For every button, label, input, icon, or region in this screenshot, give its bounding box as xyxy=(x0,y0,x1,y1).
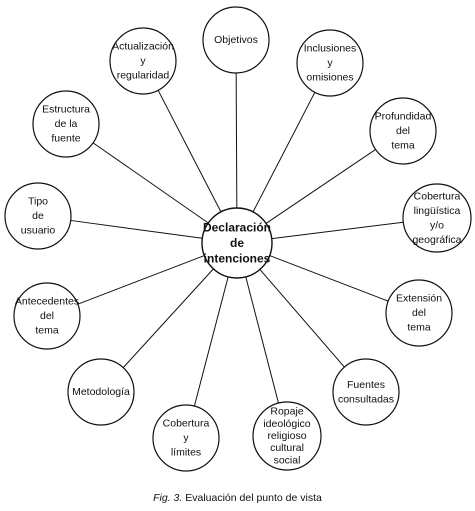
connector-tipo-de-usuario xyxy=(70,219,203,239)
node-estructura-de-la-fuente-label-line: de la xyxy=(55,118,78,130)
node-extension-del-tema-label-line: del xyxy=(412,307,426,319)
node-profundidad-del-tema: Profundidad del tema xyxy=(369,97,437,165)
node-circle-antecedentes-del-tema xyxy=(13,282,81,350)
connector-antecedentes-del-tema xyxy=(77,255,205,305)
node-metodologia: Metodología xyxy=(67,358,135,426)
connector-fuentes-consultadas xyxy=(259,269,345,368)
figure-caption: Fig. 3. Evaluación del punto de vista xyxy=(0,492,475,504)
node-actualizacion-y-regularidad-label-line: y xyxy=(140,55,146,67)
node-ropaje-ideologico-label-line: social xyxy=(274,454,301,466)
node-inclusiones-y-omisiones-label-line: omisiones xyxy=(306,72,353,84)
node-antecedentes-del-tema-label-line: del xyxy=(40,310,54,322)
node-ropaje-ideologico-label-line: ideológico xyxy=(263,418,310,430)
node-tipo-de-usuario: Tipo de usuario xyxy=(4,182,72,250)
node-metodologia-label-line: Metodología xyxy=(72,386,130,398)
node-circle-objetivos xyxy=(202,6,270,74)
node-antecedentes-del-tema-label-line: tema xyxy=(35,325,59,337)
node-cobertura-linguistica-label-line: Cobertura xyxy=(414,190,461,202)
connector-extension-del-tema xyxy=(269,255,389,302)
node-ropaje-ideologico-label-line: cultural xyxy=(270,442,304,454)
node-antecedentes-del-tema-label-line: Antecedentes xyxy=(15,296,79,308)
center-label-line: de xyxy=(230,236,244,250)
node-cobertura-y-limites-label-line: Cobertura xyxy=(163,418,210,430)
node-fuentes-consultadas-label-line: consultadas xyxy=(338,393,394,405)
node-ropaje-ideologico-label-line: Ropaje xyxy=(270,406,303,418)
node-cobertura-y-limites-label-line: y xyxy=(183,432,189,444)
node-extension-del-tema-label-line: tema xyxy=(407,322,431,334)
node-profundidad-del-tema-label-line: del xyxy=(396,125,410,137)
connector-lines xyxy=(70,72,404,407)
node-inclusiones-y-omisiones: Inclusiones y omisiones xyxy=(296,29,364,97)
node-cobertura-y-limites-label-line: límites xyxy=(171,447,201,459)
node-cobertura-linguistica: Cobertura lingüística y/o geográfica xyxy=(402,183,472,253)
node-circle-extension-del-tema xyxy=(385,279,453,347)
node-circle-cobertura-y-limites xyxy=(152,404,220,472)
node-circle-actualizacion-y-regularidad xyxy=(109,27,177,95)
node-circle-ropaje-ideologico xyxy=(252,401,322,471)
node-tipo-de-usuario-label-line: de xyxy=(32,210,44,222)
node-ropaje-ideologico-label-line: religioso xyxy=(267,430,306,442)
connector-cobertura-y-limites xyxy=(193,276,229,407)
node-extension-del-tema-label-line: Extensión xyxy=(396,293,442,305)
node-tipo-de-usuario-label-line: Tipo xyxy=(28,196,48,208)
node-inclusiones-y-omisiones-label-line: y xyxy=(327,57,333,69)
node-cobertura-linguistica-label-line: y/o xyxy=(430,219,444,231)
node-profundidad-del-tema-label-line: tema xyxy=(391,140,415,152)
node-estructura-de-la-fuente-label-line: Estructura xyxy=(42,104,90,116)
connector-metodologia xyxy=(122,268,214,368)
center-label-line: Declaración xyxy=(203,221,271,235)
node-cobertura-linguistica-label-line: geográfica xyxy=(412,234,461,246)
connector-objetivos xyxy=(235,72,238,209)
connector-estructura-de-la-fuente xyxy=(92,142,209,224)
figure-number: Fig. 3. xyxy=(153,492,183,504)
node-estructura-de-la-fuente: Estructura de la fuente xyxy=(32,90,100,158)
node-objetivos: Objetivos xyxy=(202,6,270,74)
node-circle-tipo-de-usuario xyxy=(4,182,72,250)
node-estructura-de-la-fuente-label-line: fuente xyxy=(51,133,80,145)
node-circle-estructura-de-la-fuente xyxy=(32,90,100,158)
node-cobertura-y-limites: Cobertura y límites xyxy=(152,404,220,472)
connector-actualizacion-y-regularidad xyxy=(157,90,222,213)
node-circle-cobertura-linguistica xyxy=(402,183,472,253)
node-tipo-de-usuario-label-line: usuario xyxy=(21,225,56,237)
node-circle-profundidad-del-tema xyxy=(369,97,437,165)
node-circle-metodologia xyxy=(67,358,135,426)
connector-profundidad-del-tema xyxy=(265,149,376,224)
node-inclusiones-y-omisiones-label-line: Inclusiones xyxy=(304,43,357,55)
node-objetivos-label-line: Objetivos xyxy=(214,34,258,46)
figure-caption-text: Evaluación del punto de vista xyxy=(182,492,322,504)
node-cobertura-linguistica-label-line: lingüística xyxy=(414,205,461,217)
node-profundidad-del-tema-label-line: Profundidad xyxy=(375,111,432,123)
node-extension-del-tema: Extensión del tema xyxy=(385,279,453,347)
connector-inclusiones-y-omisiones xyxy=(252,92,316,213)
node-actualizacion-y-regularidad-label-line: Actualización xyxy=(112,41,174,53)
node-circle-inclusiones-y-omisiones xyxy=(296,29,364,97)
center-label-line: intenciones xyxy=(204,252,271,266)
node-circle-fuentes-consultadas xyxy=(332,358,400,426)
node-actualizacion-y-regularidad-label-line: regularidad xyxy=(117,70,170,82)
node-fuentes-consultadas: Fuentes consultadas xyxy=(332,358,400,426)
center-circle xyxy=(201,207,273,279)
connector-ropaje-ideologico xyxy=(245,276,279,404)
connector-cobertura-linguistica xyxy=(271,221,404,240)
node-fuentes-consultadas-label-line: Fuentes xyxy=(347,379,385,391)
node-actualizacion-y-regularidad: Actualización y regularidad xyxy=(109,27,177,95)
node-antecedentes-del-tema: Antecedentes del tema xyxy=(13,282,81,350)
